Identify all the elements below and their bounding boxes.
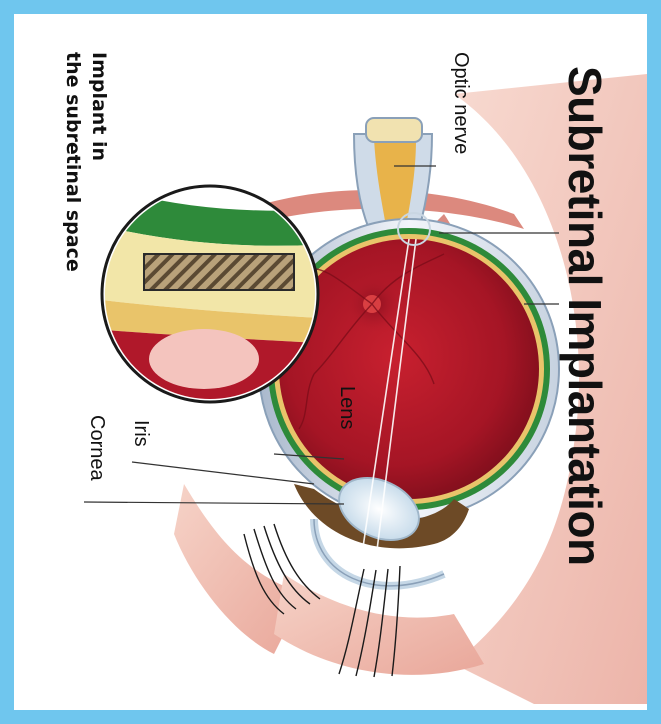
label-iris: Iris bbox=[129, 420, 152, 447]
label-optic-nerve: Optic nerve bbox=[449, 52, 472, 154]
diagram-title: Subretinal Implantation bbox=[558, 66, 612, 566]
implant-chip bbox=[144, 254, 294, 290]
label-implant-line1: Implant in bbox=[88, 52, 110, 161]
optic-nerve bbox=[354, 118, 432, 229]
label-cornea: Cornea bbox=[85, 415, 108, 481]
label-lens: Lens bbox=[335, 386, 358, 429]
label-implant-line2: the subretinal space bbox=[62, 52, 84, 272]
